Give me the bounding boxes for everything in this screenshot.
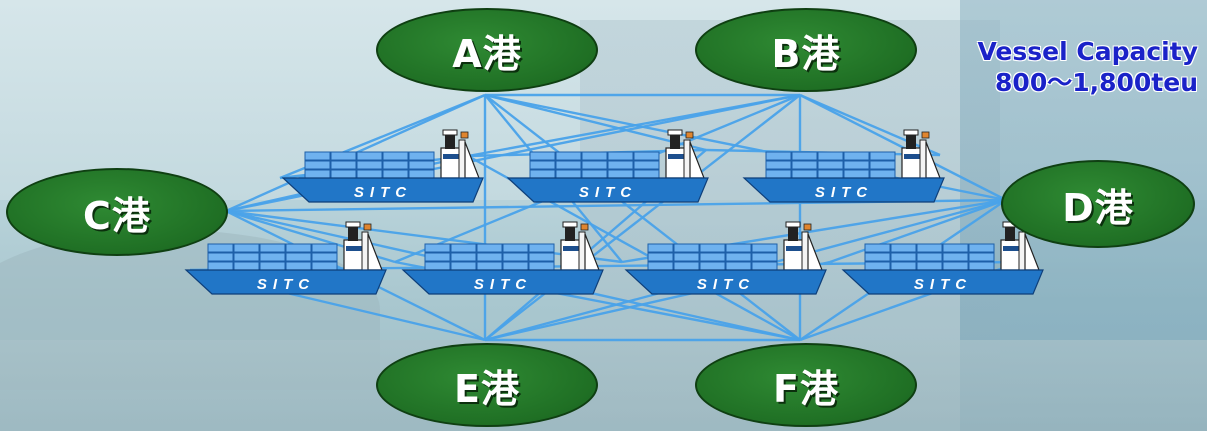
port-b-label: B港 [771, 31, 841, 76]
route-line [799, 93, 941, 157]
container-stack [424, 243, 555, 271]
ship-brand-label: SITC [815, 184, 873, 201]
ship-hull [281, 177, 484, 203]
port-c: C港 [6, 168, 228, 256]
container-ship: SITC [184, 221, 387, 295]
ship-brand-label: SITC [257, 276, 315, 293]
ship-hull [742, 177, 945, 203]
vessel-capacity-note: Vessel Capacity 800～1,800teu [928, 36, 1198, 98]
container-stack [864, 243, 995, 271]
ship-brand-label: SITC [474, 276, 532, 293]
port-d-label: D港 [1062, 185, 1134, 230]
ship-brand-label: SITC [354, 184, 412, 201]
ship-bridge [1000, 221, 1040, 271]
ship-bridge [343, 221, 383, 271]
ship-bridge [665, 129, 705, 179]
port-d: D港 [1001, 160, 1195, 248]
port-c-label: C港 [83, 193, 151, 238]
capacity-title: Vessel Capacity [977, 37, 1198, 66]
ship-hull [506, 177, 709, 203]
container-stack [304, 151, 435, 179]
container-ship: SITC [281, 129, 484, 203]
ship-bridge [560, 221, 600, 271]
ship-hull [841, 269, 1044, 295]
container-ship: SITC [742, 129, 945, 203]
ship-hull [401, 269, 604, 295]
background-dock [0, 340, 1207, 431]
ship-brand-label: SITC [697, 276, 755, 293]
ship-bridge [783, 221, 823, 271]
route-line [484, 93, 707, 152]
container-stack [647, 243, 778, 271]
route-line [225, 209, 623, 264]
ship-bridge [901, 129, 941, 179]
container-ship: SITC [624, 221, 827, 295]
ship-brand-label: SITC [914, 276, 972, 293]
port-a-label: A港 [452, 31, 522, 76]
ship-hull [184, 269, 387, 295]
container-ship: SITC [841, 221, 1044, 295]
container-ship: SITC [506, 129, 709, 203]
route-line [829, 198, 1007, 264]
port-f-label: F港 [773, 366, 839, 411]
ship-hull [624, 269, 827, 295]
capacity-value: 800～1,800teu [995, 68, 1198, 97]
route-line [467, 93, 801, 158]
container-stack [529, 151, 660, 179]
container-stack [207, 243, 338, 271]
container-stack [765, 151, 896, 179]
port-e: E港 [376, 343, 598, 427]
port-b: B港 [695, 8, 917, 92]
container-ship: SITC [401, 221, 604, 295]
ship-bridge [440, 129, 480, 179]
route-line [484, 94, 801, 341]
ship-brand-label: SITC [579, 184, 637, 201]
port-e-label: E港 [454, 366, 520, 411]
port-f: F港 [695, 343, 917, 427]
port-a: A港 [376, 8, 598, 92]
